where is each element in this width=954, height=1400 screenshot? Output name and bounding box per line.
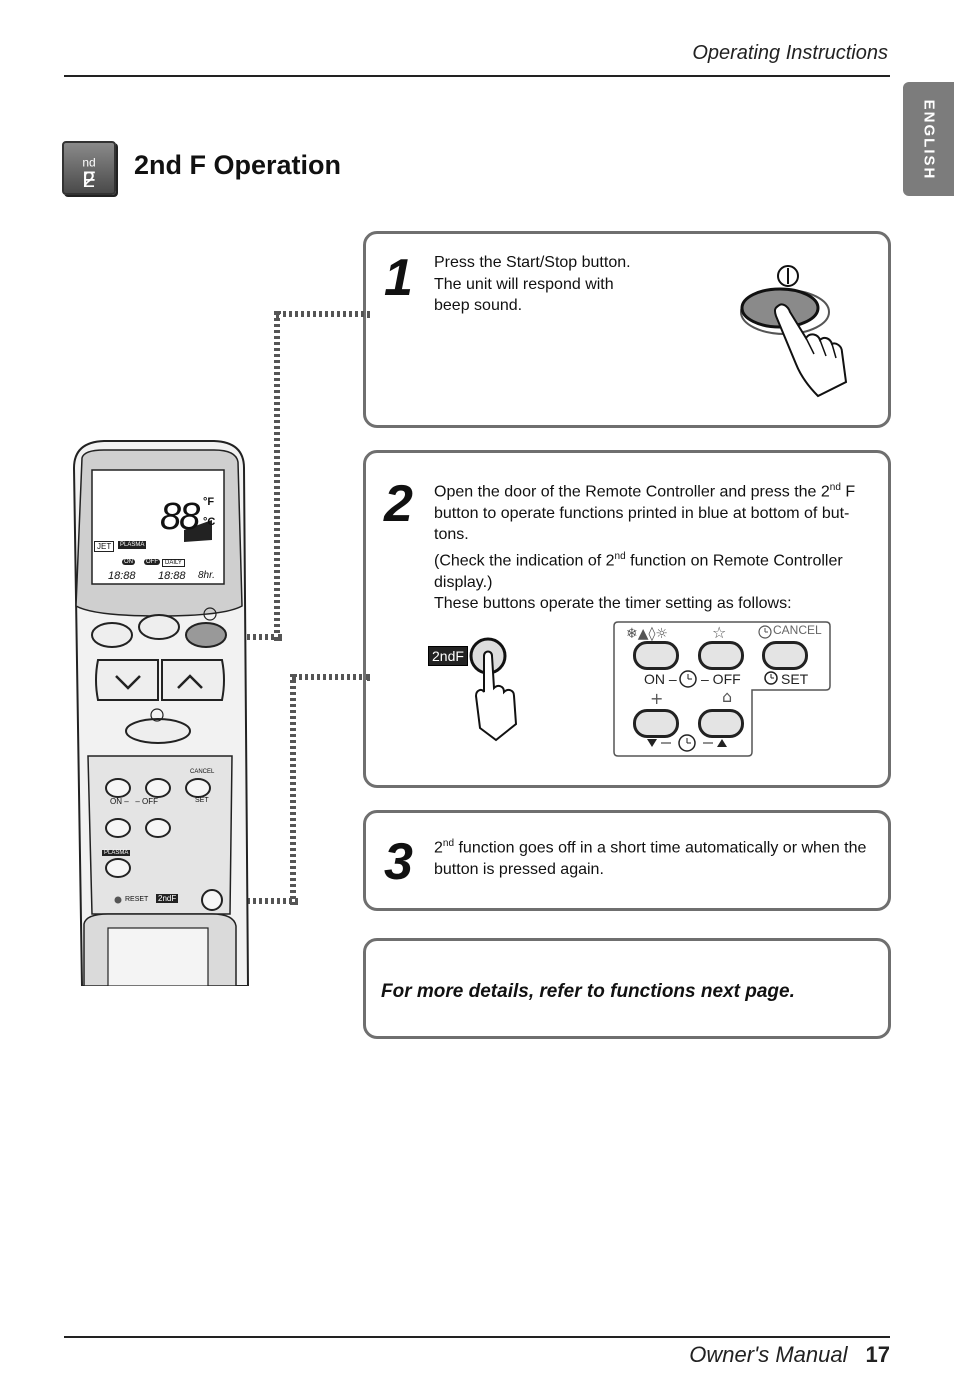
second-f-key-label: 2ndF — [428, 646, 468, 666]
down-clock-up-icons — [647, 734, 727, 752]
header-section-title: Operating Instructions — [692, 42, 888, 64]
on-label: ON – — [644, 671, 677, 687]
display-time-2: 18:88 — [158, 570, 186, 582]
leader-line — [276, 311, 370, 317]
step-1-line: Press the Start/Stop button. — [434, 254, 631, 271]
footer-rule — [64, 1336, 890, 1338]
remote-set-label: SET — [195, 797, 209, 804]
set-label: SET — [781, 671, 809, 687]
step-2-line: tons. — [434, 526, 469, 544]
display-digits: 88 — [160, 496, 200, 538]
remote-reset-label: RESET — [125, 896, 149, 903]
remote-controller: 88 °F °C JET PLASMA ON OFF DAILY 18:88 1… — [64, 438, 254, 986]
badge-sup: nd — [82, 155, 96, 170]
step-3-sup: nd — [442, 838, 455, 849]
step-2-text-part: function on Remote Controller — [625, 552, 843, 570]
page-number: 17 — [865, 1342, 890, 1367]
note-box — [363, 938, 891, 1039]
leader-line — [290, 674, 296, 905]
badge-tail: F — [82, 167, 96, 192]
step-2-text-part: F — [840, 483, 856, 501]
display-fahrenheit: °F — [203, 496, 215, 508]
display-plasma: PLASMA — [118, 541, 147, 549]
footer: Owner's Manual 17 — [689, 1342, 890, 1368]
display-hours: 8hr. — [198, 570, 215, 581]
svg-text:❄▲◊☼: ❄▲◊☼ — [626, 626, 668, 642]
svg-text:☆: ☆ — [712, 623, 726, 642]
clock-icon — [679, 670, 697, 688]
remote-on-off-label: ON – – OFF — [110, 797, 159, 806]
step-3-text: 2nd function goes off in a short time au… — [434, 833, 880, 880]
step-2-text-part: (Check the indication of 2 — [434, 552, 615, 570]
star-button[interactable] — [698, 641, 744, 670]
step-3-number: 3 — [384, 833, 413, 891]
header-rule — [64, 75, 890, 77]
step-2-line: These buttons operate the timer setting … — [434, 595, 792, 613]
page-title: 2nd F Operation — [134, 150, 342, 180]
remote-cancel-label: CANCEL — [190, 769, 215, 775]
step-2-sup: nd — [614, 550, 626, 562]
remote-second-f-label: 2ndF — [156, 894, 179, 903]
home-timer-button[interactable] — [698, 709, 744, 738]
step-2-number: 2 — [384, 475, 413, 533]
footer-label: Owner's Manual — [689, 1342, 848, 1367]
step-3-line: button is pressed again. — [434, 860, 604, 878]
display-daily: DAILY — [162, 559, 185, 567]
display-jet: JET — [94, 541, 115, 552]
badge-text: 2 — [82, 167, 96, 192]
mode-button[interactable] — [633, 641, 679, 670]
cancel-button[interactable] — [762, 641, 808, 670]
step-1-box — [363, 231, 891, 428]
svg-text:+: + — [650, 689, 663, 708]
step-1-line: The unit will respond with — [434, 275, 614, 293]
leader-line — [292, 674, 370, 680]
language-label: ENGLISH — [920, 99, 938, 181]
display-off-tag: OFF — [144, 559, 160, 565]
step-2-text-part: Open the door of the Remote Controller a… — [434, 483, 830, 501]
remote-plasma-label: PLASMA — [102, 850, 131, 856]
cancel-label: CANCEL — [773, 623, 822, 637]
step-2-text: Open the door of the Remote Controller a… — [434, 477, 874, 615]
step-1-text: Press the Start/Stop button. The unit wi… — [434, 252, 631, 317]
display-time-1: 18:88 — [108, 570, 136, 582]
off-label: – OFF — [701, 671, 741, 687]
step-2-line: button to operate functions printed in b… — [434, 504, 850, 522]
remote-body-icon — [72, 440, 250, 986]
press-second-f-hand-icon — [469, 637, 518, 742]
display-celsius: °C — [203, 516, 216, 528]
step-1-line: beep sound. — [434, 297, 523, 314]
step-3-text-part: function goes off in a short time automa… — [454, 839, 867, 857]
step-1-number: 1 — [384, 249, 413, 307]
step-3-box — [363, 810, 891, 911]
timer-set-icon — [764, 671, 778, 685]
svg-text:⌂: ⌂ — [722, 687, 732, 706]
step-2-sup: nd — [829, 482, 841, 493]
language-tab: ENGLISH — [903, 82, 954, 196]
step-2-line: display.) — [434, 573, 493, 591]
step-3-text-part: 2 — [434, 839, 443, 857]
leader-line — [274, 311, 280, 641]
display-on-tag: ON — [122, 559, 135, 565]
note-text: For more details, refer to functions nex… — [381, 981, 795, 1002]
fan-timer-button[interactable] — [633, 709, 679, 738]
press-start-stop-hand-icon — [740, 265, 848, 398]
